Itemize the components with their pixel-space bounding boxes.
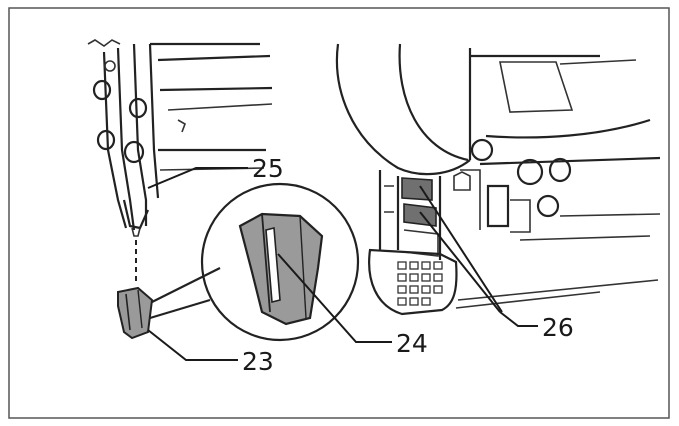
leader-25 [147, 167, 248, 189]
callout-24: 24 [396, 329, 428, 358]
leader-26a [419, 185, 503, 313]
grip-dot-grid [397, 261, 443, 306]
magnifier-detail [200, 182, 360, 342]
leader-23 [147, 329, 238, 361]
callout-23: 23 [242, 347, 274, 376]
figure-frame [8, 7, 670, 419]
callout-25: 25 [252, 154, 284, 183]
leader-26-tail [499, 311, 538, 327]
tool-nose-illustration [87, 39, 273, 284]
leader-24 [277, 253, 392, 343]
callout-26: 26 [542, 313, 574, 342]
tool-body-illustration [335, 43, 661, 316]
magnifier-connector [149, 267, 221, 320]
attachment-small [117, 286, 154, 340]
leader-26b [419, 211, 501, 313]
